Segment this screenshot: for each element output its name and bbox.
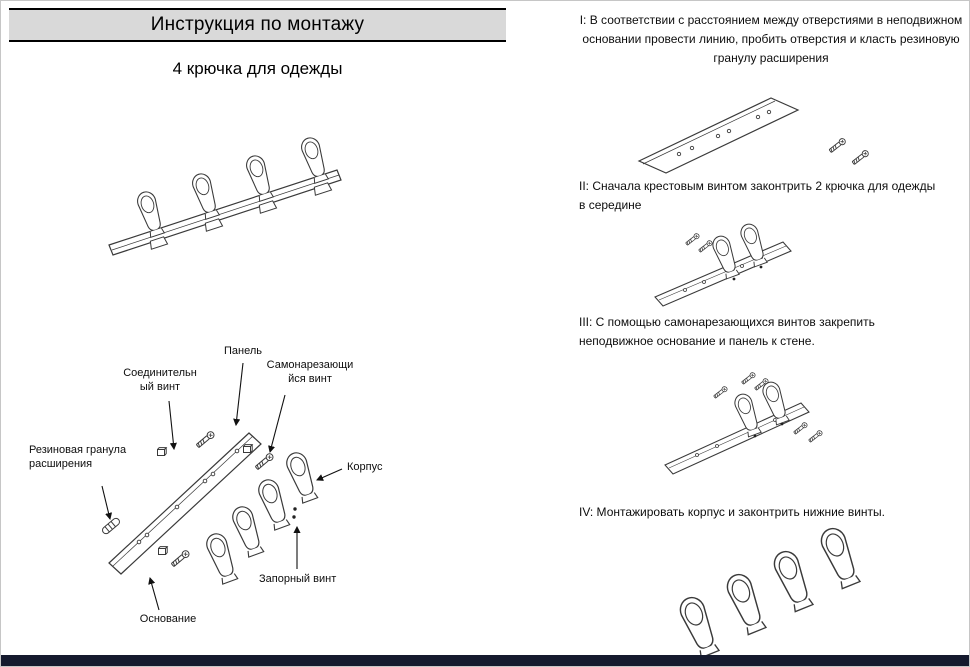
title-bar: Инструкция по монтажу	[9, 8, 506, 42]
step-1-text: I: В соответствии с расстоянием между от…	[579, 13, 963, 65]
hook-bodies	[675, 524, 863, 660]
rail-holes	[136, 448, 240, 545]
step-4-text: IV: Монтажировать корпус и законтрить ни…	[579, 505, 885, 519]
step-1-illustration	[637, 97, 871, 174]
cross-screws	[684, 232, 714, 254]
plate-holes	[676, 109, 772, 157]
step-2-illustration	[654, 221, 792, 307]
screw-heads	[732, 265, 763, 281]
exploded-view: Панель Соединительный винт Самонарезающи…	[9, 339, 509, 661]
label-self-tapping-screw: Самонарезающийся винт	[266, 359, 354, 386]
label-base: Основание	[139, 613, 197, 625]
label-panel: Панель	[223, 345, 262, 357]
step-2-text: II: Сначала крестовым винтом законтрить …	[579, 179, 936, 212]
label-locking-screw: Запорный винт	[259, 573, 337, 585]
label-connecting-screw: Соединительный винт	[123, 367, 197, 394]
step-3-text: III: С помощью самонарезающихся винтов з…	[579, 315, 875, 348]
locking-screw-heads	[292, 507, 297, 519]
step-4-illustration	[675, 524, 863, 660]
page-title: Инструкция по монтажу	[150, 14, 365, 35]
assembled-rack-illustration	[108, 134, 342, 256]
screw-heads	[753, 422, 784, 438]
footer-bar	[1, 655, 969, 666]
base-rail	[664, 402, 810, 475]
rail-mount-tabs	[149, 182, 333, 250]
product-subtitle: 4 крючка для одежды	[172, 59, 343, 78]
label-body: Корпус	[347, 461, 383, 473]
step-3-illustration	[664, 371, 824, 475]
label-rubber-expansion-plug: Резиновая гранула расширения	[29, 444, 127, 471]
exploded-view-illustration	[100, 362, 343, 611]
callout-arrows	[101, 362, 343, 611]
base-rail	[108, 432, 262, 575]
expansion-plugs	[827, 136, 871, 166]
